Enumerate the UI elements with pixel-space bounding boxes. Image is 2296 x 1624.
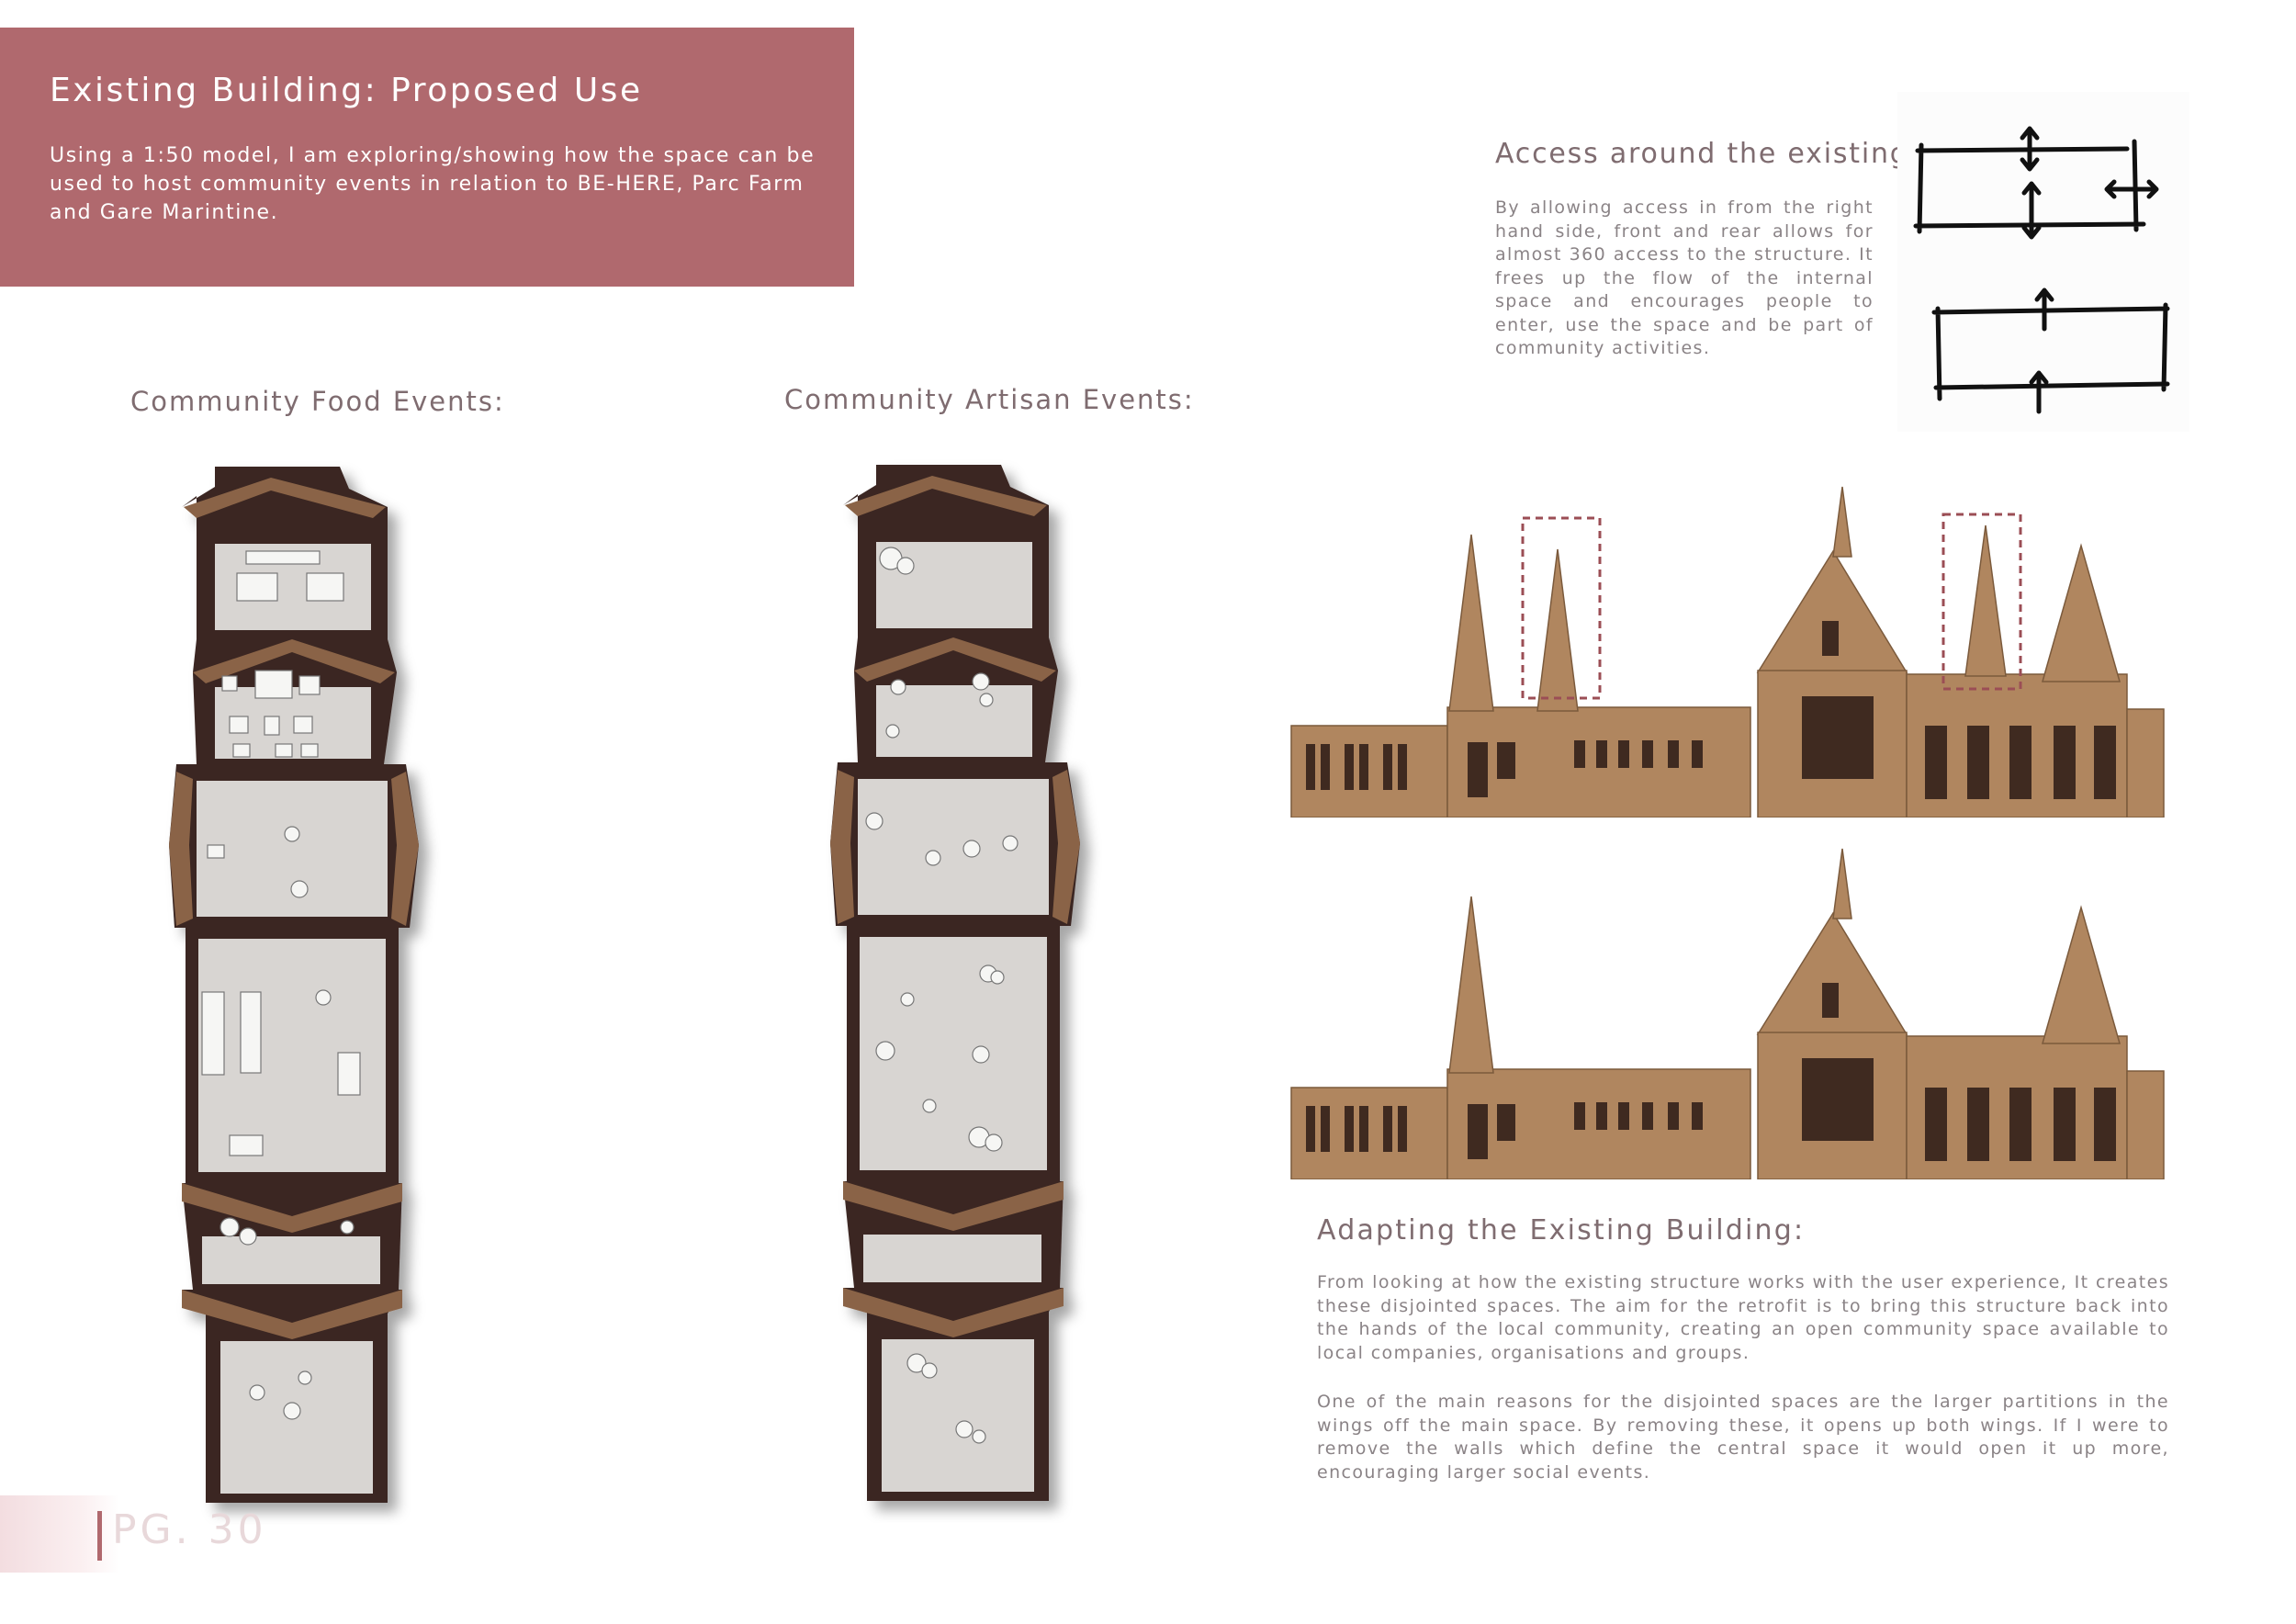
page-title: Existing Building: Proposed Use <box>50 72 643 109</box>
artisan-events-heading: Community Artisan Events: <box>784 384 1195 415</box>
page-number-accent-bar <box>97 1511 102 1561</box>
elevation-model-existing <box>1290 486 2165 818</box>
access-diagram-sketch <box>1897 92 2189 432</box>
intro-text: Using a 1:50 model, I am exploring/showi… <box>50 144 816 224</box>
title-box: Existing Building: Proposed Use Using a … <box>0 28 854 287</box>
artisan-events-plan-model <box>830 465 1080 1501</box>
adapting-heading: Adapting the Existing Building: <box>1317 1214 1806 1246</box>
adapting-paragraph-2: One of the main reasons for the disjoint… <box>1317 1392 2169 1483</box>
adapting-paragraph-1: From looking at how the existing structu… <box>1317 1272 2169 1363</box>
access-text: By allowing access in from the right han… <box>1495 197 1874 358</box>
food-events-heading: Community Food Events: <box>130 386 505 417</box>
access-heading: Access around the existing: <box>1495 138 1920 170</box>
elevation-model-adapted <box>1290 848 2165 1179</box>
food-events-plan-model <box>169 467 419 1503</box>
page-number: PG. 30 <box>112 1506 267 1553</box>
